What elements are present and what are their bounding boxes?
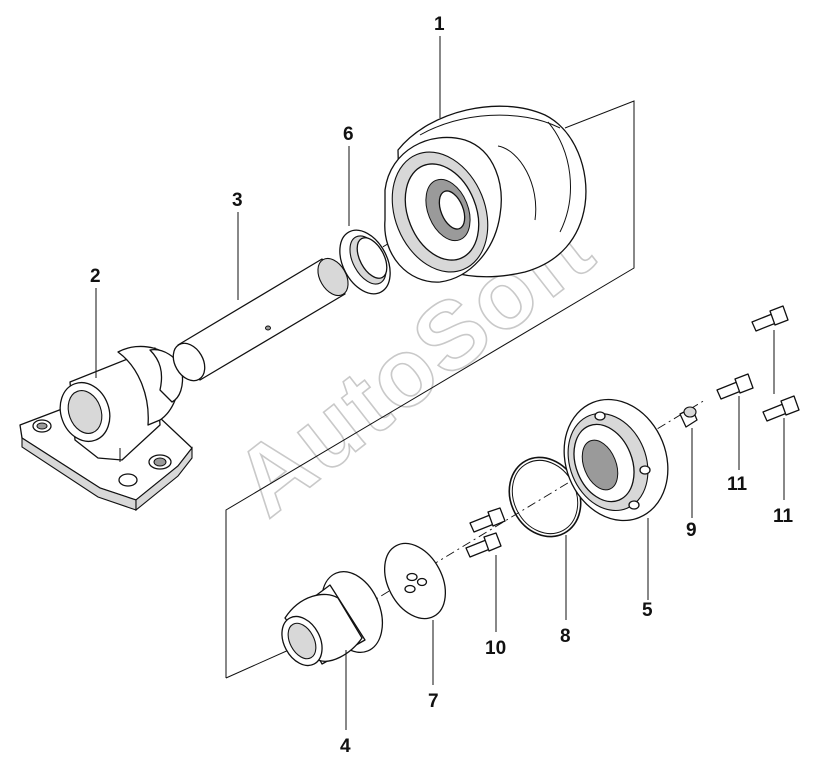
- callout-10: 10: [485, 638, 506, 659]
- part-11-bolt-a: [751, 305, 789, 332]
- part-7-plate: [384, 542, 446, 620]
- callout-5: 5: [642, 600, 653, 621]
- leader-lines: [95, 36, 785, 730]
- callout-7: 7: [428, 691, 439, 712]
- callout-8: 8: [560, 626, 571, 647]
- part-5-flange-cover: [563, 398, 669, 522]
- callout-3: 3: [232, 190, 243, 211]
- part-9-nipple: [679, 406, 698, 428]
- part-10-bolt-a: [469, 507, 506, 533]
- callout-2: 2: [90, 266, 101, 287]
- part-6-seal-ring: [339, 229, 391, 295]
- part-2-bracket: [19, 345, 193, 512]
- part-11-bolt-b: [716, 373, 754, 400]
- callout-1: 1: [434, 14, 445, 35]
- part-3-shaft: [172, 257, 349, 382]
- part-4-bushing: [281, 571, 384, 667]
- part-10-bolt-b: [465, 532, 502, 558]
- callout-6: 6: [343, 124, 354, 145]
- part-1-roller: [384, 105, 587, 283]
- part-11-bolt-c: [762, 395, 800, 422]
- callout-9: 9: [686, 520, 697, 541]
- callout-11-right: 11: [773, 506, 794, 527]
- callout-11-left: 11: [727, 474, 748, 495]
- callout-4: 4: [340, 736, 351, 757]
